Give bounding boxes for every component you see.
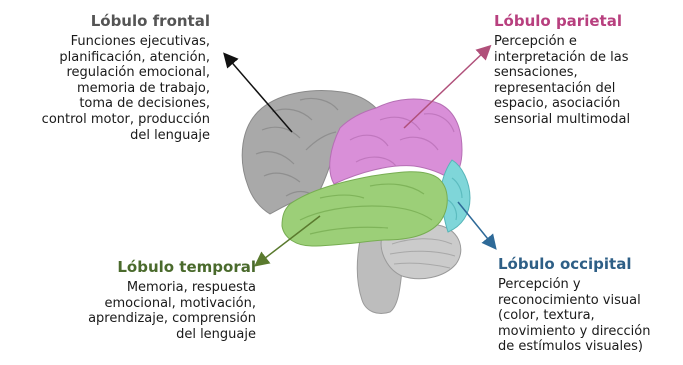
frontal-arrow — [223, 52, 293, 133]
frontal-desc-line: del lenguaje — [130, 127, 210, 143]
occipital-lobe-shape — [439, 159, 471, 233]
parietal-lobe-gyri — [349, 113, 455, 167]
frontal-desc-line: Funciones ejecutivas, — [70, 34, 210, 49]
frontal-desc-line: regulación emocional, — [66, 65, 211, 81]
parietal-lobe-title: Lóbulo parietal — [494, 12, 622, 30]
frontal-lobe-label: Lóbulo frontal Funciones ejecutivas, pla… — [42, 12, 210, 143]
temporal-desc-line: del lenguaje — [176, 326, 256, 342]
temporal-desc-line: Memoria, respuesta — [126, 280, 256, 295]
temporal-lobe-gyri — [299, 183, 433, 235]
occipital-lobe-title: Lóbulo occipital — [498, 255, 632, 273]
parietal-desc-line: Percepción e — [494, 34, 577, 49]
parietal-desc-line: sensaciones, — [494, 65, 578, 81]
frontal-desc-line: toma de decisiones, — [79, 96, 210, 112]
occipital-desc-line: de estímulos visuales) — [498, 339, 643, 355]
parietal-arrow — [403, 44, 492, 129]
temporal-desc-line: aprendizaje, comprensión — [88, 311, 256, 327]
temporal-lobe-label: Lóbulo temporal Memoria, respuesta emoci… — [88, 258, 256, 342]
frontal-lobe-gyri — [255, 97, 339, 197]
parietal-lobe-label: Lóbulo parietal Percepción e interpretac… — [494, 12, 630, 128]
frontal-desc-line: planificación, atención, — [59, 49, 210, 65]
occipital-desc-line: movimiento y dirección — [498, 323, 651, 339]
occipital-desc-line: Percepción y — [498, 277, 581, 292]
parietal-desc-line: espacio, asociación — [494, 96, 621, 112]
parietal-desc-line: interpretación de las — [494, 49, 629, 65]
temporal-desc-line: emocional, motivación, — [104, 295, 256, 311]
temporal-lobe-title: Lóbulo temporal — [117, 258, 256, 276]
occipital-desc-line: (color, textura, — [498, 308, 595, 324]
occipital-desc-line: reconocimiento visual — [498, 292, 641, 308]
occipital-arrow — [457, 201, 497, 250]
parietal-desc-line: representación del — [494, 80, 616, 96]
frontal-lobe-title: Lóbulo frontal — [90, 12, 210, 30]
parietal-desc-line: sensorial multimodal — [494, 111, 631, 127]
temporal-arrow — [254, 215, 321, 267]
frontal-desc-line: control motor, producción — [41, 111, 210, 127]
cerebellum-folds — [389, 238, 456, 269]
occipital-lobe-label: Lóbulo occipital Percepción y reconocimi… — [498, 255, 650, 355]
occipital-lobe-gyri — [447, 177, 463, 221]
parietal-lobe-shape — [329, 98, 463, 185]
frontal-desc-line: memoria de trabajo, — [76, 80, 210, 96]
temporal-lobe-shape — [281, 171, 448, 247]
